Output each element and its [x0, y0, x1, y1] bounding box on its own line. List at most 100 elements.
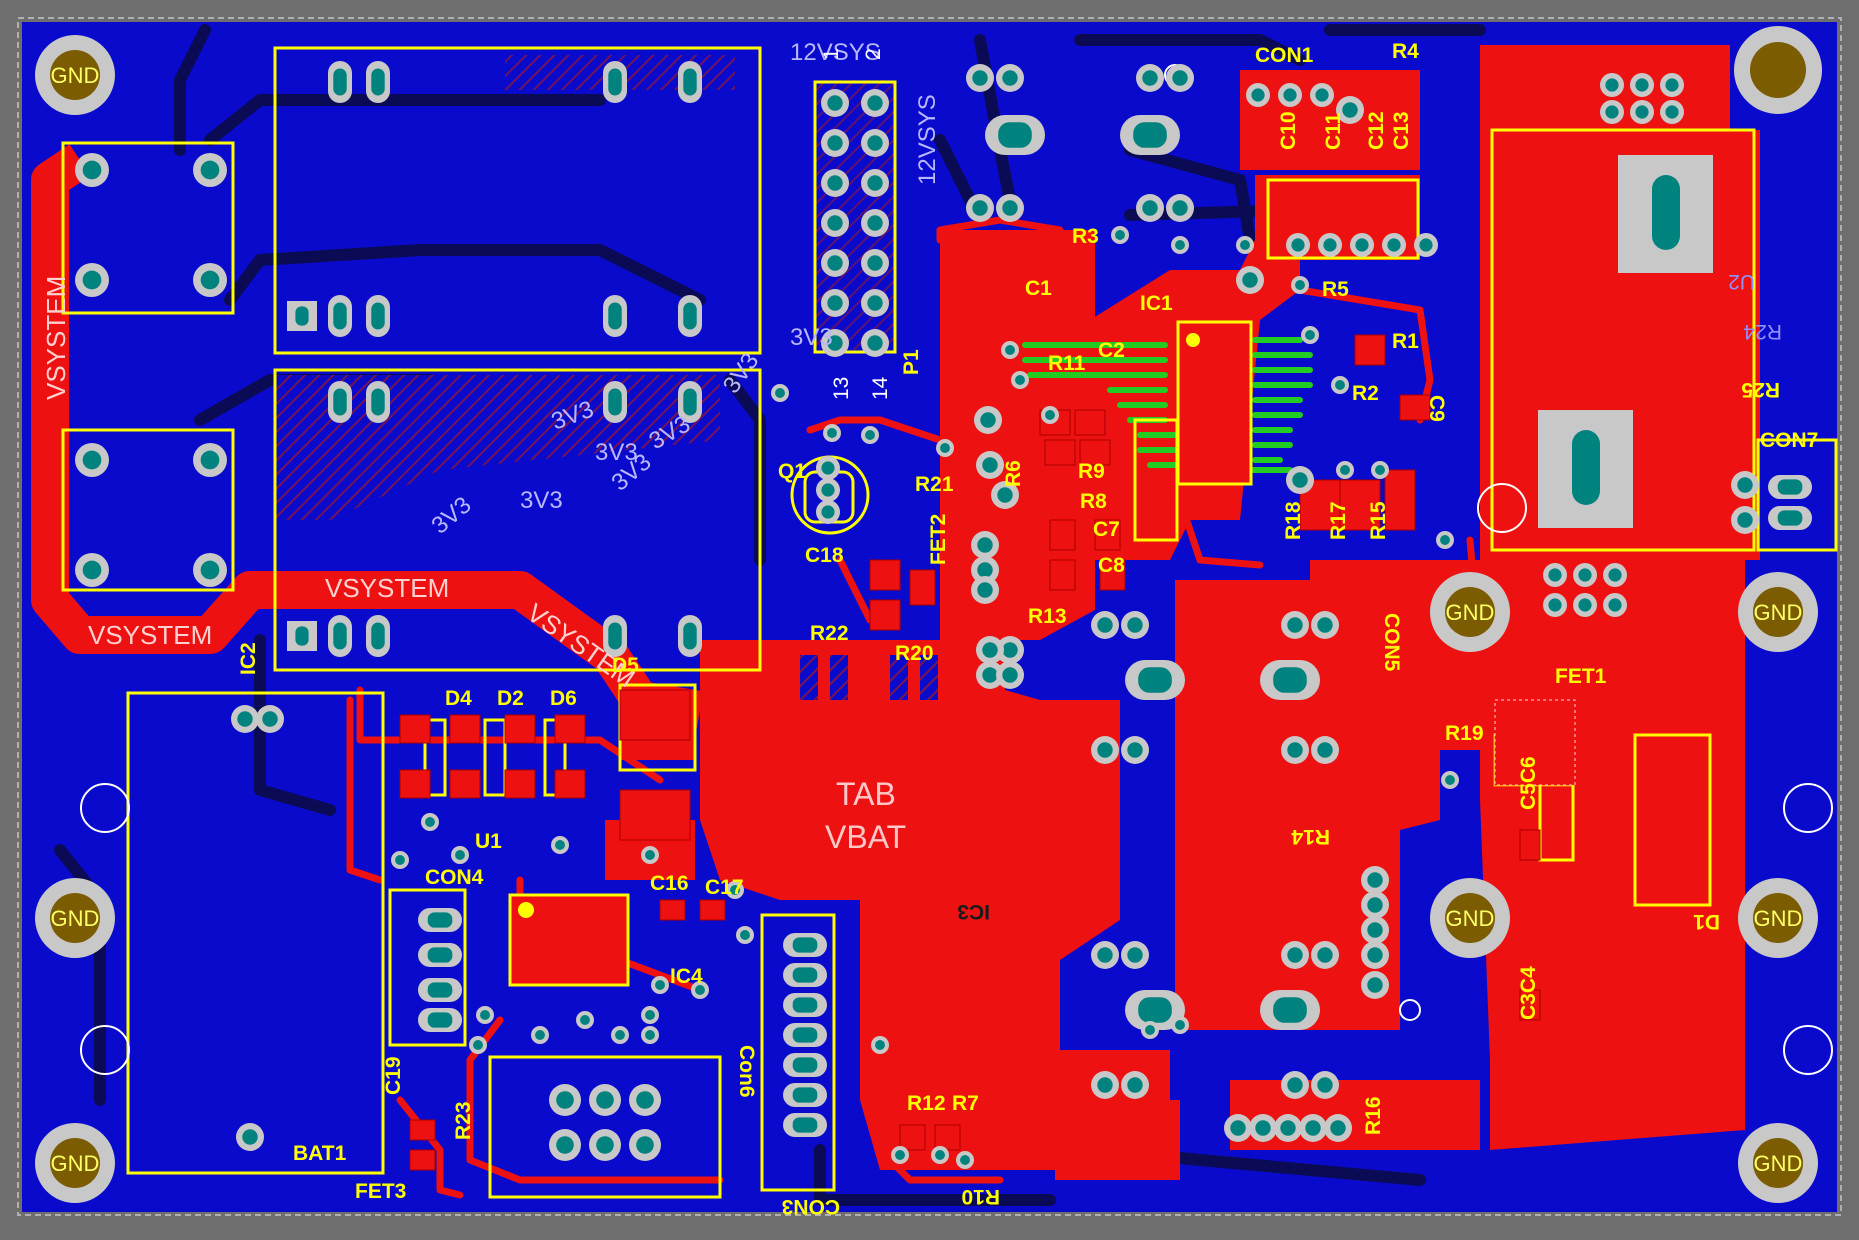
label-ic4: IC4: [670, 965, 703, 988]
through-hole-pad: [1091, 736, 1119, 764]
con7-pin: [1768, 475, 1812, 499]
through-hole-pad: [1236, 266, 1264, 294]
label-c18: C18: [805, 544, 844, 567]
q1-pin: [816, 500, 840, 524]
con6-pin: [783, 1083, 827, 1107]
label-d4: D4: [445, 687, 472, 710]
through-hole-pad: [966, 64, 994, 92]
via: [1171, 236, 1189, 254]
through-hole-pad: [1166, 194, 1194, 222]
label-r13: R13: [1028, 605, 1067, 628]
through-hole-pad: [231, 705, 259, 733]
via: [936, 439, 954, 457]
q1-pin: [816, 478, 840, 502]
via: [1236, 236, 1254, 254]
power-pad: [1125, 990, 1185, 1030]
cap-pad: [193, 443, 227, 477]
label-c13: C13: [1390, 111, 1413, 150]
ic2-pad: [603, 295, 627, 337]
mounting-hole: GND: [1430, 572, 1510, 652]
through-hole-pad: [1731, 506, 1759, 534]
ic2-pad: [328, 61, 352, 103]
net-label-vsystem-low: VSYSTEM: [88, 620, 212, 650]
mounting-hole: [1734, 26, 1822, 114]
p1-header-pin: [861, 249, 889, 277]
through-hole-pad: [1731, 471, 1759, 499]
u2-pin: [1573, 563, 1597, 587]
through-hole-pad: [1324, 1114, 1352, 1142]
cap-pad: [193, 153, 227, 187]
through-hole-pad: [1121, 736, 1149, 764]
label-fet2: FET2: [927, 514, 950, 565]
via: [1436, 531, 1454, 549]
label-r24: R24: [1743, 320, 1782, 343]
label-r14: R14: [1291, 825, 1330, 848]
label-con4: CON4: [425, 866, 484, 889]
through-hole-pad: [236, 1123, 264, 1151]
via: [871, 1036, 889, 1054]
label-ic3: IC3: [957, 900, 990, 923]
label-r12: R12: [907, 1092, 946, 1115]
label-r1: R1: [1392, 330, 1419, 353]
label-fet1: FET1: [1555, 665, 1607, 688]
net-label-3v3-a: 3V3: [595, 439, 638, 466]
through-hole-pad: [1361, 971, 1389, 999]
through-hole-pads: [75, 61, 1812, 1169]
through-hole-pad: [971, 531, 999, 559]
label-u2: U2: [1728, 270, 1755, 293]
through-hole-pad: [996, 636, 1024, 664]
label-r21: R21: [915, 473, 954, 496]
mounting-hole-label: GND: [51, 1151, 100, 1176]
label-c1: C1: [1025, 277, 1052, 300]
power-pad: [1260, 990, 1320, 1030]
through-hole-pad: [1136, 64, 1164, 92]
via: [823, 424, 841, 442]
con7-pin: [1768, 506, 1812, 530]
net-label-vsystem-mid: VSYSTEM: [325, 573, 449, 603]
ic2-pad: [678, 381, 702, 423]
ic2-pad: [366, 381, 390, 423]
u2-pin: [1603, 593, 1627, 617]
through-hole-pad: [1336, 96, 1364, 124]
cap-pad: [75, 553, 109, 587]
via: [576, 1011, 594, 1029]
label-con6: Con6: [735, 1045, 758, 1098]
through-hole-pad: [996, 661, 1024, 689]
con6-pin: [783, 993, 827, 1017]
label-r11: R11: [1048, 352, 1086, 375]
label-u1: U1: [475, 830, 502, 853]
via: [861, 426, 879, 444]
through-hole-pad: [1361, 866, 1389, 894]
through-hole-pad: [991, 481, 1019, 509]
q1-pin: [816, 456, 840, 480]
via: [1001, 341, 1019, 359]
via: [1171, 1016, 1189, 1034]
ic2-pad: [366, 61, 390, 103]
net-label-12vsys-side: 12VSYS: [914, 94, 941, 185]
through-hole-pad: [1249, 1114, 1277, 1142]
mounting-hole: GND: [1738, 878, 1818, 958]
label-r19: R19: [1445, 722, 1484, 745]
con3-pin: [589, 1084, 621, 1116]
mounting-hole-label: GND: [1446, 600, 1495, 625]
cap-row-pin: [1350, 233, 1374, 257]
label-r17: R17: [1327, 501, 1350, 540]
via: [771, 384, 789, 402]
u2-pin: [1660, 73, 1684, 97]
label-bat1: BAT1: [293, 1142, 347, 1165]
con1-pin: [1246, 83, 1270, 107]
through-hole-pad: [1091, 1071, 1119, 1099]
ic2-pad: [603, 381, 627, 423]
cap-row-pin: [1318, 233, 1342, 257]
via: [1441, 771, 1459, 789]
through-hole-pad: [1311, 736, 1339, 764]
con1-pin: [1278, 83, 1302, 107]
con4-pin: [418, 943, 462, 967]
through-hole-pad: [1311, 1071, 1339, 1099]
through-hole-pad: [974, 406, 1002, 434]
through-hole-pad: [976, 451, 1004, 479]
label-con3: CON3: [782, 1195, 840, 1218]
ic2-pad: [678, 61, 702, 103]
via: [1011, 371, 1029, 389]
